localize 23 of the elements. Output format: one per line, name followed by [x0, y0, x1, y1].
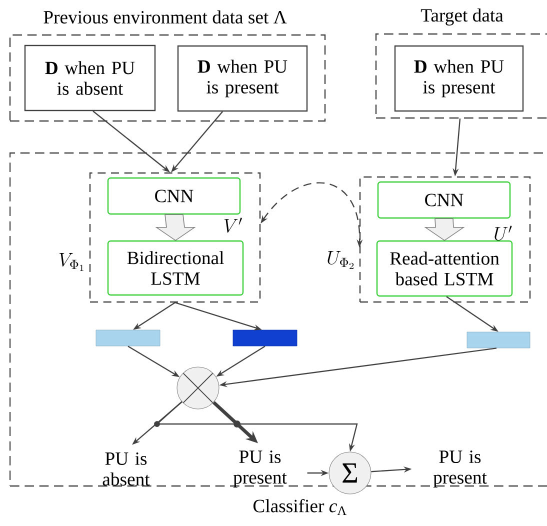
feature-bar	[96, 330, 160, 346]
block-arrow	[155, 214, 196, 241]
output-label: PU is present	[233, 450, 287, 488]
data-box: D when PU is absent	[24, 44, 156, 112]
group-title: Previous environment data set Λ	[44, 10, 287, 24]
data-box: D when PU is present	[394, 45, 524, 112]
data-box: D when PU is present	[177, 45, 308, 112]
feature-bar	[466, 332, 530, 348]
layer-box: CNN	[107, 177, 241, 215]
multiply-circle	[176, 366, 220, 410]
module-label: $V_{\Phi_1}$	[59, 253, 84, 271]
feature-bar	[232, 330, 298, 346]
output-label: PU is present	[433, 450, 487, 488]
layer-box: Read-attention based LSTM	[376, 240, 513, 297]
block-arrow	[424, 218, 465, 241]
group-title: Classifier c$_{Λ}$	[253, 498, 347, 516]
layer-box: CNN	[377, 181, 511, 219]
layer-box: Bidirectional LSTM	[107, 240, 244, 296]
module-label: $V'$	[224, 218, 242, 233]
output-label: PU is absent	[102, 452, 150, 486]
group-title: Target data	[420, 8, 504, 26]
module-label: $U_{\Phi_2}$	[328, 251, 354, 269]
module-label: $U'$	[494, 226, 512, 241]
